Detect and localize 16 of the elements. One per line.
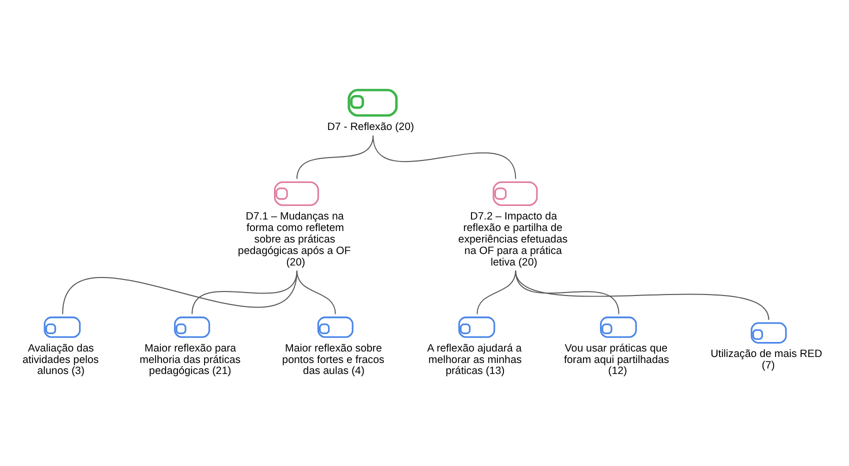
node-label: D7 - Reflexão (20) <box>327 121 414 134</box>
node-label: Utilização de mais RED (7) <box>710 348 822 372</box>
connector <box>476 270 516 315</box>
node-label: D7.1 – Mudanças na forma como refletem sobre as práticas pedagógicas após a OF (20) <box>238 210 351 268</box>
connector <box>372 135 516 180</box>
node-label: Maior reflexão sobre pontos fortes e fracos das aulas (4) <box>282 342 384 378</box>
node-box <box>348 88 398 117</box>
node-label: Vou usar práticas que foram aqui partilhadas (12) <box>564 342 670 378</box>
connector <box>62 270 298 315</box>
connector <box>192 270 298 315</box>
node-label: A reflexão ajudará a melhorar as minhas práticas (13) <box>427 342 522 378</box>
connector <box>515 270 770 320</box>
node-label: Avaliação das atividades pelos alunos (3) <box>22 342 99 378</box>
node-label: D7.2 – Impacto da reflexão e partilha de experiências efetuadas na OF para a prática letiva (20) <box>458 210 568 268</box>
connector <box>296 270 336 315</box>
node-label: Maior reflexão para melhoria das práticas pedagógicas (21) <box>140 342 241 378</box>
